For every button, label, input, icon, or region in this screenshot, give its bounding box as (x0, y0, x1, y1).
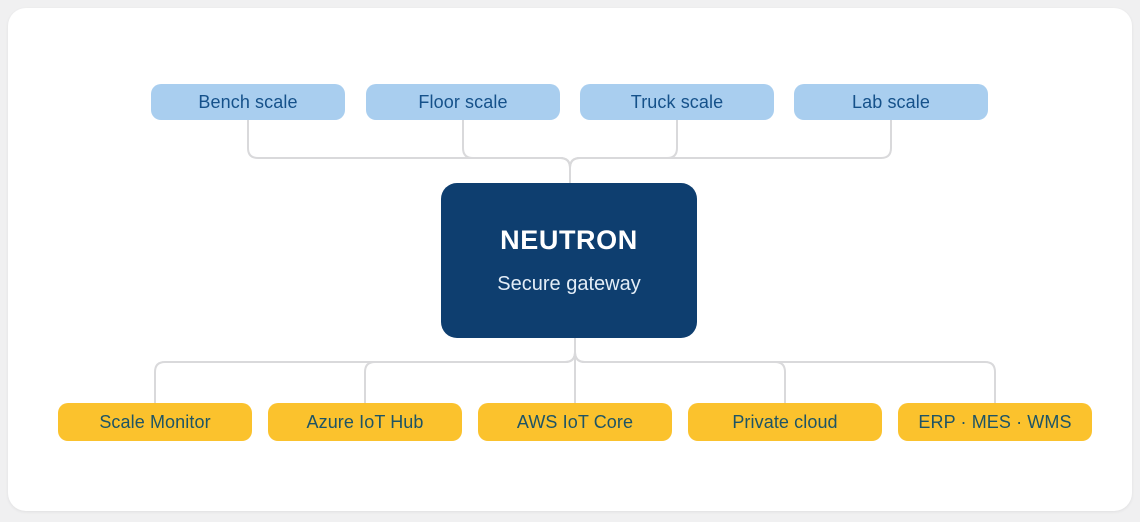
node-label: Truck scale (630, 91, 724, 112)
gateway-title: NEUTRON (500, 225, 638, 255)
node-aws-iot-core: AWS IoT Core (478, 403, 672, 441)
node-scale-monitor: Scale Monitor (58, 403, 252, 441)
node-label: Scale Monitor (99, 411, 211, 432)
node-label: Bench scale (198, 91, 298, 112)
node-label: AWS IoT Core (516, 411, 634, 432)
node-private-cloud: Private cloud (688, 403, 882, 441)
node-lab-scale: Lab scale (794, 84, 988, 120)
node-erp-mes-wms: ERP · MES · WMS (898, 403, 1092, 441)
node-label: Azure IoT Hub (306, 411, 424, 432)
node-label: ERP · MES · WMS (918, 411, 1072, 432)
node-label: Private cloud (732, 411, 838, 432)
gateway-subtitle: Secure gateway (497, 273, 641, 295)
node-floor-scale: Floor scale (366, 84, 560, 120)
node-bench-scale: Bench scale (151, 84, 345, 120)
node-azure-iot-hub: Azure IoT Hub (268, 403, 462, 441)
gateway-node: NEUTRON Secure gateway (441, 183, 697, 338)
node-truck-scale: Truck scale (580, 84, 774, 120)
node-label: Floor scale (418, 91, 508, 112)
node-label: Lab scale (852, 91, 930, 112)
